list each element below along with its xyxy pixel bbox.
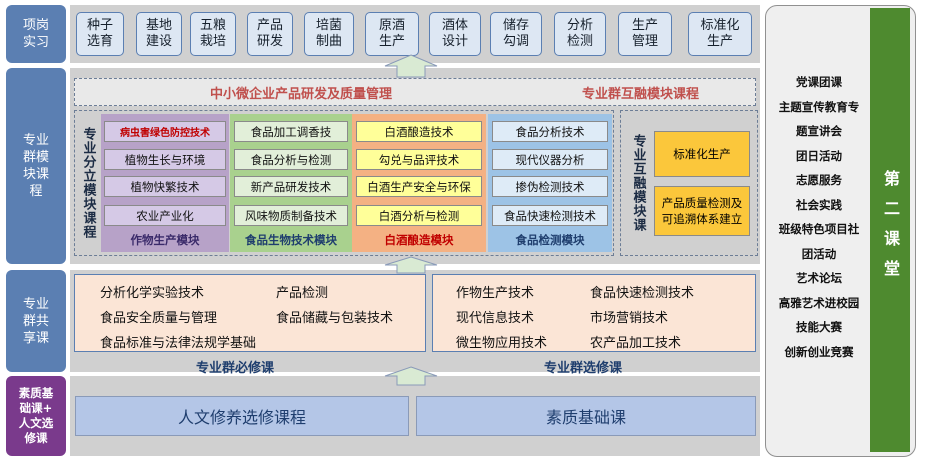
label-foundation-courses: 素质基 础课+ 人文选 修课 xyxy=(6,376,66,456)
elective-course-6: 农产品加工技术 xyxy=(590,336,682,351)
elective-course-2: 食品快速检测技术 xyxy=(590,286,695,301)
arrow-up-icon xyxy=(384,366,438,386)
label-internship: 项岗 实习 xyxy=(6,5,66,63)
fusion-item-standardization: 标准化生产 xyxy=(654,131,750,177)
second-classroom-item: 社会实践 xyxy=(796,197,842,212)
module-item: 现代仪器分析 xyxy=(492,149,608,170)
split-modules-frame xyxy=(74,110,614,256)
second-classroom-item: 团日活动 xyxy=(796,148,842,163)
required-box xyxy=(74,274,426,352)
second-classroom-item: 技能大赛 xyxy=(796,320,842,335)
fusion-label: 专业互融模块课 xyxy=(630,134,646,232)
module-footer: 食品生物技术模块 xyxy=(245,233,337,247)
required-course-2: 产品检测 xyxy=(276,286,329,301)
module-header-right: 专业群互融模块课程 xyxy=(582,87,700,102)
module-item: 白酒生产安全与环保 xyxy=(356,176,482,197)
second-classroom-item: 党课团课 xyxy=(796,75,842,90)
second-classroom-item: 高雅艺术进校园 xyxy=(778,295,860,310)
internship-item: 储存 勾调 xyxy=(490,12,542,56)
fusion-item-quality: 产品质量检测及 可追溯体系建立 xyxy=(654,186,750,236)
humanities-electives: 人文修养选修课程 xyxy=(75,396,409,436)
split-modules-label: 专业分立模块课程 xyxy=(80,127,96,239)
second-classroom-item: 团活动 xyxy=(801,246,837,261)
elective-box xyxy=(432,274,756,352)
arrow-up-icon xyxy=(384,256,438,274)
second-classroom-item: 题宣讲会 xyxy=(796,124,842,139)
internship-item: 五粮 栽培 xyxy=(190,12,236,56)
elective-course-5: 微生物应用技术 xyxy=(456,336,548,351)
basic-courses: 素质基础课 xyxy=(416,396,756,436)
internship-item: 种子 选育 xyxy=(76,12,124,56)
elective-course-4: 市场营销技术 xyxy=(590,311,669,326)
required-course-3: 食品安全质量与管理 xyxy=(100,311,218,326)
internship-item: 原酒 生产 xyxy=(365,12,419,56)
module-item: 白酒分析与检测 xyxy=(356,205,482,226)
elective-course-3: 现代信息技术 xyxy=(456,311,535,326)
required-course-4: 食品储藏与包装技术 xyxy=(276,311,394,326)
internship-item: 基地 建设 xyxy=(136,12,182,56)
second-classroom-title: 第二课堂 xyxy=(870,8,910,452)
module-header-left: 中小微企业产品研发及质量管理 xyxy=(210,87,393,102)
module-header xyxy=(74,78,756,106)
internship-item: 标准化 生产 xyxy=(688,12,752,56)
module-item: 植物快繁技术 xyxy=(104,176,226,197)
label-shared-courses: 专业 群共 享课 xyxy=(6,270,66,372)
second-classroom-item: 班级特色项目社 xyxy=(778,222,860,237)
label-module-courses: 专业 群模 块课 程 xyxy=(6,68,66,264)
module-item: 掺伪检测技术 xyxy=(492,176,608,197)
module-item: 新产品研发技术 xyxy=(234,176,348,197)
required-course-5: 食品标准与法律法规学基础 xyxy=(100,336,257,351)
required-label: 专业群必修课 xyxy=(196,361,275,376)
internship-item: 生产 管理 xyxy=(618,12,672,56)
second-classroom-item: 主题宣传教育专 xyxy=(778,99,860,114)
elective-course-1: 作物生产技术 xyxy=(456,286,535,301)
module-footer: 食品检测模块 xyxy=(515,233,585,247)
internship-item: 酒体 设计 xyxy=(429,12,481,56)
second-classroom-item: 创新创业竞赛 xyxy=(784,344,854,359)
internship-item: 培菌 制曲 xyxy=(304,12,354,56)
module-item: 农业产业化 xyxy=(104,205,226,226)
module-item: 食品分析技术 xyxy=(492,121,608,142)
module-item: 勾兑与品评技术 xyxy=(356,149,482,170)
arrow-up-icon xyxy=(384,54,438,78)
module-footer: 白酒酿造模块 xyxy=(384,233,454,247)
second-classroom-item: 志愿服务 xyxy=(796,173,842,188)
second-classroom-list: 党课团课主题宣传教育专题宣讲会团日活动志愿服务社会实践班级特色项目社团活动艺术论… xyxy=(770,70,868,364)
elective-label: 专业群选修课 xyxy=(544,361,623,376)
module-item: 白酒酿造技术 xyxy=(356,121,482,142)
module-item: 风味物质制备技术 xyxy=(234,205,348,226)
internship-item: 分析 检测 xyxy=(554,12,606,56)
fusion-frame xyxy=(620,110,758,256)
internship-item: 产品 研发 xyxy=(247,12,293,56)
module-item: 食品快速检测技术 xyxy=(492,205,608,226)
module-item: 食品分析与检测 xyxy=(234,149,348,170)
module-item: 植物生长与环境 xyxy=(104,149,226,170)
module-item: 食品加工调香技 xyxy=(234,121,348,142)
module-item: 病虫害绿色防控技术 xyxy=(104,121,226,142)
second-classroom-item: 艺术论坛 xyxy=(796,271,842,286)
required-course-1: 分析化学实验技术 xyxy=(100,286,205,301)
module-footer: 作物生产模块 xyxy=(130,233,200,247)
